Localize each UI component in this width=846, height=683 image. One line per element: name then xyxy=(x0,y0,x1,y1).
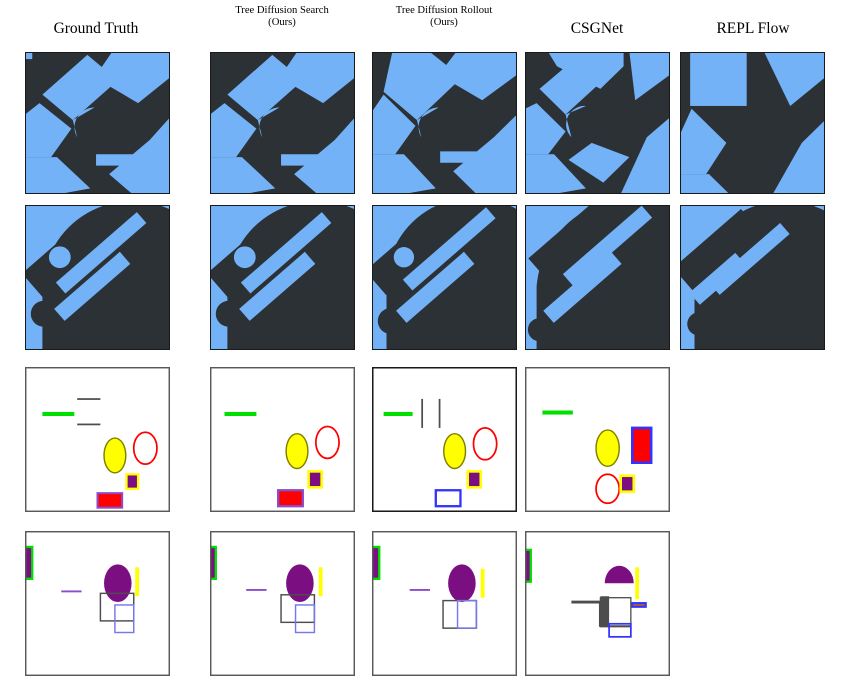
column-header-tree-diffusion-search: Tree Diffusion Search (Ours) xyxy=(206,5,358,29)
cell-row3-tree-diffusion-search xyxy=(210,367,355,512)
cell-row1-csgnet xyxy=(525,52,670,194)
cell-row4-csgnet xyxy=(525,531,670,676)
cell-row1-ground-truth xyxy=(25,52,170,194)
column-header-line: Tree Diffusion Search xyxy=(235,5,329,16)
column-header-line: CSGNet xyxy=(570,20,624,37)
cell-row3-ground-truth xyxy=(25,367,170,512)
column-header-line: REPL Flow xyxy=(716,20,790,37)
cell-row4-tree-diffusion-search xyxy=(210,531,355,676)
column-header-line: Ground Truth xyxy=(53,20,139,37)
column-header-tree-diffusion-rollout: Tree Diffusion Rollout (Ours) xyxy=(368,5,520,29)
cell-row1-repl-flow xyxy=(680,52,825,194)
cell-row4-ground-truth xyxy=(25,531,170,676)
column-header-line-2: (Ours) xyxy=(268,16,296,28)
cell-row2-repl-flow xyxy=(680,205,825,350)
cell-row2-tree-diffusion-search xyxy=(210,205,355,350)
column-header-ground-truth: Ground Truth xyxy=(26,20,166,37)
cell-row2-csgnet xyxy=(525,205,670,350)
column-header-csgnet: CSGNet xyxy=(527,20,667,37)
cell-row3-tree-diffusion-rollout xyxy=(372,367,517,512)
cell-row4-tree-diffusion-rollout xyxy=(372,531,517,676)
cell-row3-csgnet xyxy=(525,367,670,512)
cell-row2-ground-truth xyxy=(25,205,170,350)
column-header-repl-flow: REPL Flow xyxy=(683,20,823,37)
cell-row2-tree-diffusion-rollout xyxy=(372,205,517,350)
column-header-line: Tree Diffusion Rollout xyxy=(395,5,493,16)
column-header-line-2: (Ours) xyxy=(430,16,458,28)
cell-row1-tree-diffusion-rollout xyxy=(372,52,517,194)
cell-row1-tree-diffusion-search xyxy=(210,52,355,194)
